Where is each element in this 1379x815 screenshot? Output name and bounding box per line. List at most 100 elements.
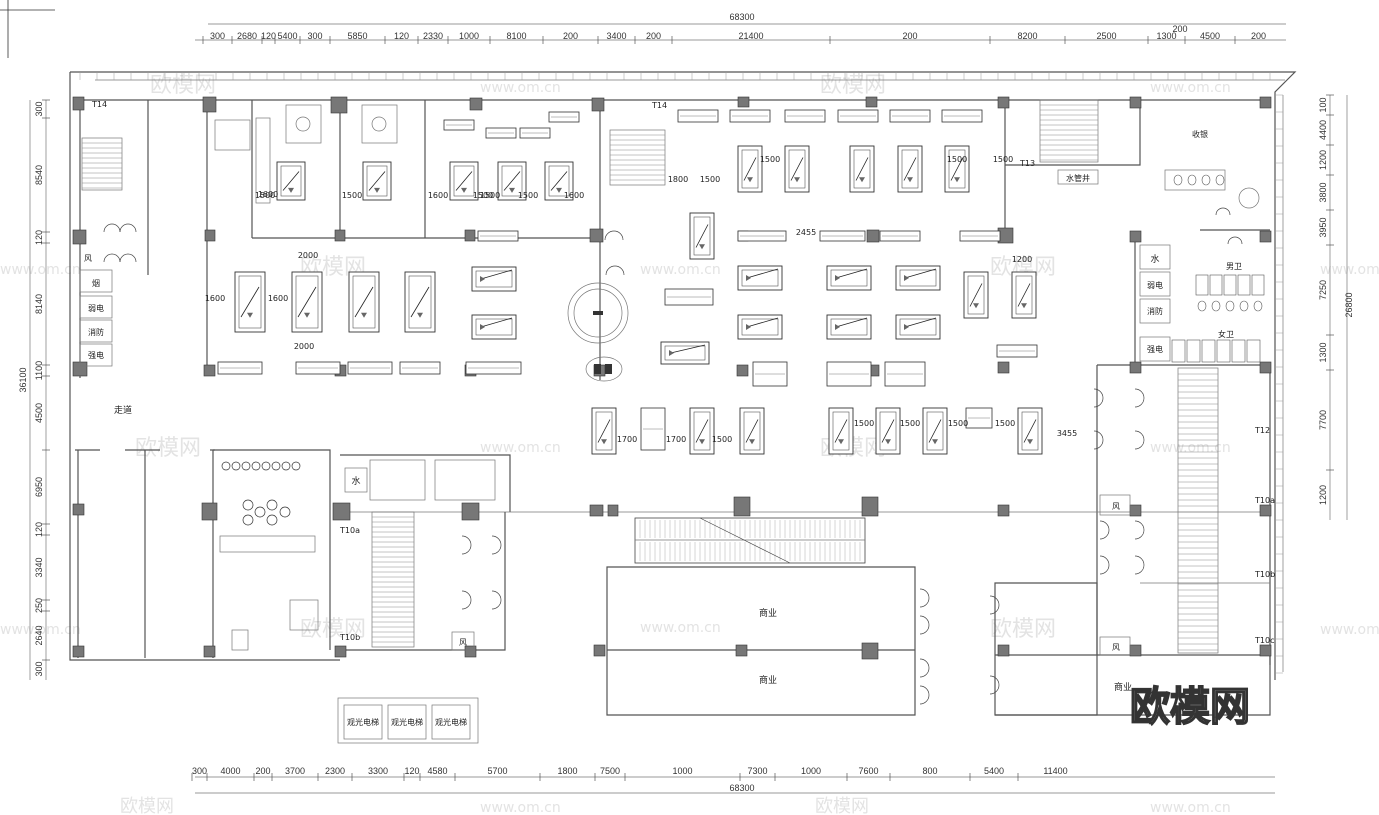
table-set	[289, 599, 319, 631]
stall	[1186, 339, 1201, 363]
ball-rack	[509, 187, 515, 193]
table-bed	[832, 411, 850, 451]
column	[861, 642, 879, 660]
label-male-wc: 男卫	[1226, 262, 1242, 271]
cue	[745, 419, 759, 443]
elevators: 观光电梯 观光电梯 观光电梯	[337, 697, 479, 744]
stairs	[81, 99, 1219, 654]
door-swing	[1227, 236, 1243, 245]
dim-right-value: 1300	[1318, 342, 1328, 362]
dim-right-value: 1200	[1318, 485, 1328, 505]
dim-top-value: 4500	[1200, 31, 1220, 41]
cue	[746, 317, 779, 328]
watermark-brand: 欧模网	[150, 73, 216, 98]
dim-top-value: 1000	[459, 31, 479, 41]
watermark-brand: 欧模网	[300, 617, 366, 642]
rotunda-outer	[567, 282, 629, 344]
table-bed	[967, 275, 985, 315]
column	[332, 502, 351, 521]
ball-rack	[556, 187, 562, 193]
inner-dim: 1600	[205, 294, 225, 303]
stair-tag: T10b	[339, 633, 360, 642]
table-bed	[280, 165, 302, 197]
wall	[1140, 511, 1270, 584]
stair-left	[81, 137, 123, 191]
door-swing	[1134, 555, 1145, 575]
watermark-url: www.om.cn	[1150, 800, 1231, 815]
toilet	[1197, 300, 1207, 312]
label-wind: 风	[459, 638, 467, 647]
dim-bottom-value: 120	[404, 766, 419, 776]
watermark-url: www.om.cn	[640, 620, 721, 636]
door-swing	[1134, 388, 1145, 408]
cue	[480, 269, 513, 280]
inner-dim: 1500	[700, 175, 720, 184]
column	[202, 96, 217, 113]
shaft-box	[1139, 298, 1171, 324]
dim-bottom-value: 800	[922, 766, 937, 776]
label-fire: 消防	[88, 327, 104, 337]
table-bed	[788, 149, 806, 189]
column	[334, 645, 347, 658]
table-bed	[548, 165, 570, 197]
right-dimension-chain: 26800 1004400120038003950725013007700120…	[1318, 94, 1354, 520]
ball-rack	[361, 312, 367, 318]
table-bed	[743, 411, 761, 451]
column	[735, 644, 748, 657]
dim-top-extra: 200	[1172, 24, 1187, 34]
cue	[368, 171, 386, 191]
stool	[281, 461, 291, 471]
table-bed	[899, 269, 937, 287]
cue	[455, 171, 473, 191]
table-bed	[1015, 275, 1033, 315]
dim-top-value: 120	[394, 31, 409, 41]
dim-top-value: 21400	[738, 31, 763, 41]
stool	[231, 461, 241, 471]
ball-rack	[288, 187, 294, 193]
cue	[240, 286, 260, 318]
shaft-box	[79, 343, 113, 367]
label-water-well: 水管井	[1066, 173, 1090, 183]
dim-right-value: 7700	[1318, 410, 1328, 430]
elevator-car	[343, 704, 383, 740]
stair-tag: T14	[651, 101, 667, 110]
rotunda-inner	[573, 288, 623, 338]
round-table	[371, 116, 387, 132]
kitchen	[434, 459, 496, 501]
stall	[1171, 339, 1186, 363]
toilet	[1225, 300, 1235, 312]
ball-rack	[904, 275, 909, 281]
toilet-stalls	[1171, 174, 1265, 363]
door-swing	[119, 253, 137, 263]
watermark-brand: 欧模网	[815, 796, 869, 815]
table-bed	[475, 318, 513, 336]
stair-tag: T12	[1254, 426, 1270, 435]
cue	[503, 171, 521, 191]
cue	[790, 157, 804, 181]
stair-bottom-left	[371, 511, 415, 648]
watermark-url: www.om.cn	[1150, 80, 1231, 96]
stair-treads	[82, 142, 122, 189]
label-wind: 风	[1112, 502, 1120, 511]
dim-left-value: 8540	[34, 165, 44, 185]
ball-rack	[1027, 439, 1033, 445]
ball-rack	[417, 312, 423, 318]
dim-right-value: 1200	[1318, 150, 1328, 170]
column	[997, 96, 1010, 109]
escalator-break-line	[699, 517, 791, 564]
door-swing	[103, 253, 121, 263]
kitchen	[369, 459, 426, 501]
facade-outline	[70, 71, 1297, 680]
label-weak-elec: 弱电	[1147, 280, 1163, 290]
column	[1259, 230, 1272, 243]
wall	[1005, 100, 1141, 166]
stair-tag: T10c	[1254, 636, 1274, 645]
dim-bottom-value: 1800	[557, 766, 577, 776]
dim-top-value: 200	[1251, 31, 1266, 41]
ball-rack	[374, 187, 380, 193]
stair-treads	[372, 516, 414, 643]
inner-dim: 1500	[712, 435, 732, 444]
door-swing	[1099, 555, 1110, 575]
